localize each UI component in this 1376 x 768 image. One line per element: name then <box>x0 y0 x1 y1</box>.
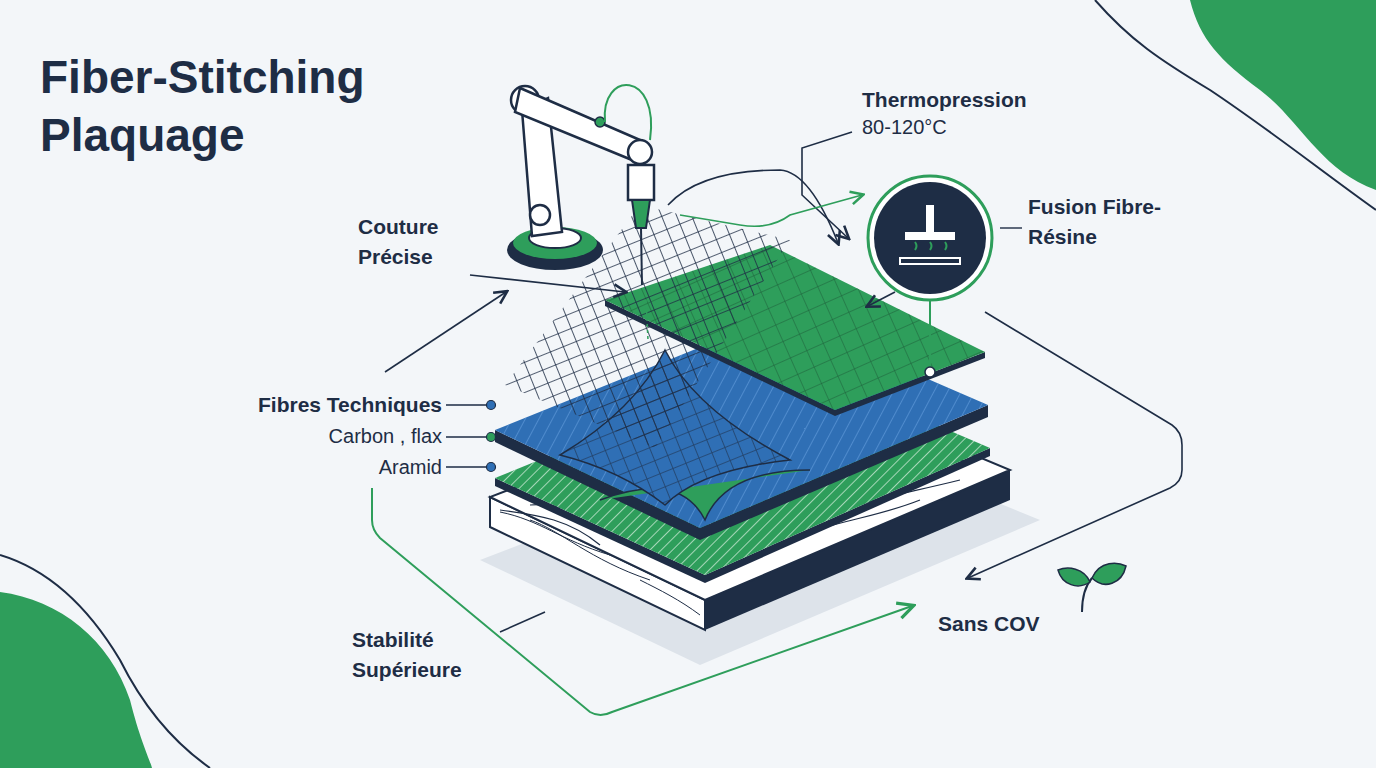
leaf-icon <box>1058 563 1126 612</box>
icon-ring <box>868 176 992 300</box>
callout-label: Couture Précise <box>358 212 488 272</box>
heat-waves <box>915 242 947 250</box>
material-name: Aramid <box>379 456 442 479</box>
leader-lines <box>372 132 1182 715</box>
robot-link <box>515 88 640 160</box>
robot-joint <box>628 140 652 164</box>
robot-needle <box>641 228 642 285</box>
thread <box>646 300 648 340</box>
robot-arm <box>507 85 654 340</box>
leader-line <box>802 132 852 238</box>
press-handle <box>926 205 934 232</box>
leader-line <box>470 275 625 292</box>
leader-line <box>500 612 545 632</box>
deco-curve <box>0 555 210 768</box>
flow-arrow <box>968 312 1182 578</box>
temperature-value: 80-120°C <box>862 116 947 139</box>
flow-arrow <box>668 170 838 243</box>
robot-head <box>628 165 654 200</box>
flow-arrow <box>680 195 862 226</box>
leader-dot <box>487 463 496 472</box>
callout-label: Fusion Fibre-Résine <box>1028 192 1198 252</box>
material-name: Carbon , flax <box>329 425 442 448</box>
robot-joint <box>595 117 605 127</box>
pin-line <box>929 300 931 368</box>
leader-line <box>1000 227 1022 228</box>
leader-dot <box>487 401 496 410</box>
robot-joint <box>530 205 550 225</box>
icon-disc <box>874 182 986 294</box>
callout-label: Stabilité Supérieure <box>352 625 517 685</box>
leader-line <box>868 292 895 306</box>
leader-line <box>446 405 488 467</box>
leaf <box>1058 568 1090 586</box>
flow-arrow <box>385 292 506 372</box>
pin-dot <box>925 367 935 377</box>
press-plate <box>905 232 955 240</box>
callout-label: Sans COV <box>938 612 1040 636</box>
fusion-icon <box>868 176 992 377</box>
carbon-mesh <box>505 205 790 448</box>
process-label: Thermopression <box>862 88 1027 112</box>
green-blob <box>0 592 152 768</box>
material-heading: Fibres Techniques <box>258 393 442 417</box>
diagram-title: Fiber-Stitching Plaquage <box>40 48 420 164</box>
leader-dot <box>487 433 496 442</box>
robot-nozzle <box>632 200 650 228</box>
leaf <box>1092 563 1126 584</box>
press-base <box>900 258 960 264</box>
thread <box>605 85 651 140</box>
deco-curve <box>1095 0 1376 210</box>
